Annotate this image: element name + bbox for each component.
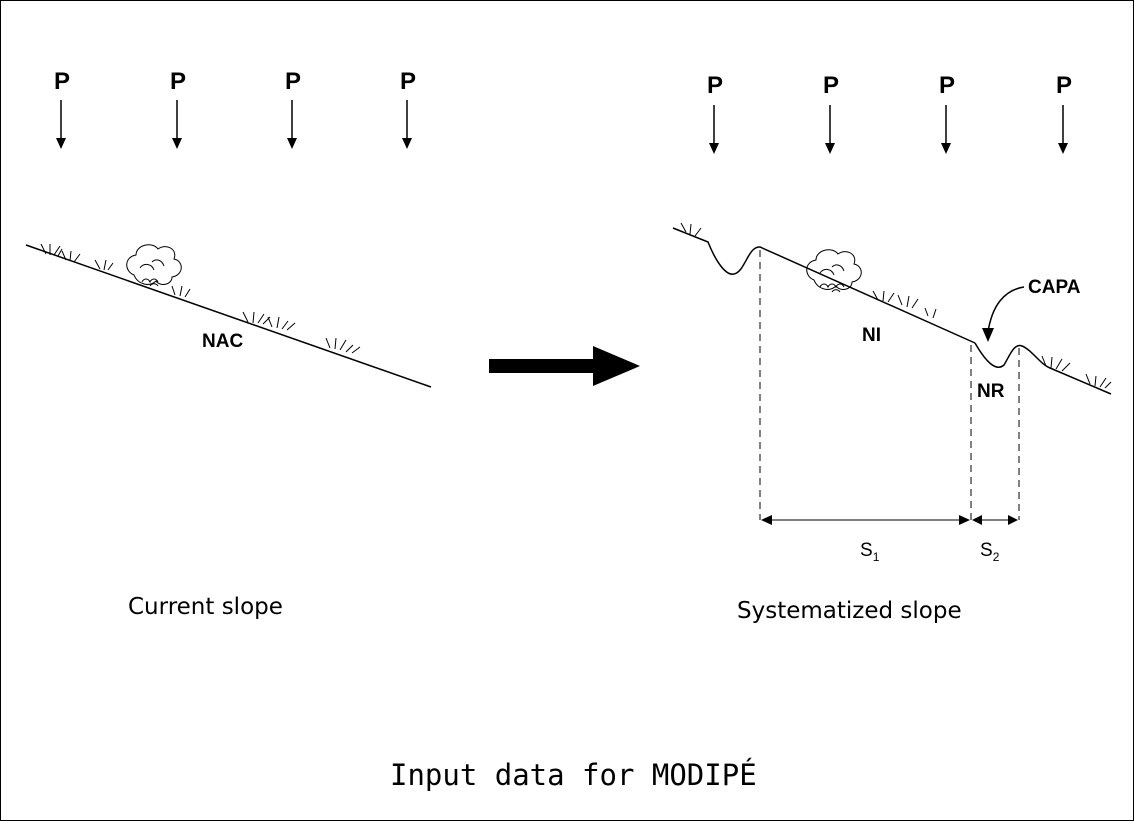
precip-label: P (707, 72, 723, 99)
precip-label: P (400, 68, 416, 95)
grass-icon (680, 222, 1112, 389)
nr-label: NR (977, 381, 1005, 402)
slope-line (25, 244, 432, 388)
precip-arrow: P (707, 72, 723, 154)
systematized-slope-caption: Systematized slope (737, 598, 962, 624)
capa-pointer (987, 286, 1025, 333)
s1-label: S1 (860, 540, 880, 564)
current-slope: NAC (25, 243, 432, 388)
precip-label: P (939, 72, 955, 99)
left-precipitation: P P P P (54, 68, 416, 149)
precip-label: P (170, 68, 186, 95)
precip-arrow: P (400, 68, 416, 149)
precip-label: P (54, 68, 70, 95)
slope-line (672, 227, 976, 344)
precip-arrow: P (1056, 72, 1072, 154)
shrub-icon (126, 244, 182, 287)
diagram-title: Input data for MODIPÉ (390, 758, 757, 792)
shrub-icon (806, 249, 862, 293)
nac-label: NAC (202, 331, 243, 352)
current-slope-caption: Current slope (128, 594, 283, 620)
s1-dimension (761, 515, 970, 525)
precip-label: P (1056, 72, 1072, 99)
transition-arrow-icon (489, 346, 640, 386)
precip-label: P (823, 72, 839, 99)
channel-line (974, 342, 1112, 395)
precip-label: P (285, 68, 301, 95)
systematized-slope: S1 S2 NI NR CAPA (672, 222, 1112, 564)
grass-icon (40, 243, 361, 354)
s2-label: S2 (980, 540, 1000, 564)
s2-dimension (972, 515, 1018, 525)
capa-label: CAPA (1028, 277, 1081, 298)
right-precipitation: P P P P (707, 72, 1072, 154)
precip-arrow: P (54, 68, 70, 149)
precip-arrow: P (823, 72, 839, 154)
ni-label: NI (862, 325, 881, 346)
precip-arrow: P (939, 72, 955, 154)
precip-arrow: P (285, 68, 301, 149)
precip-arrow: P (170, 68, 186, 149)
